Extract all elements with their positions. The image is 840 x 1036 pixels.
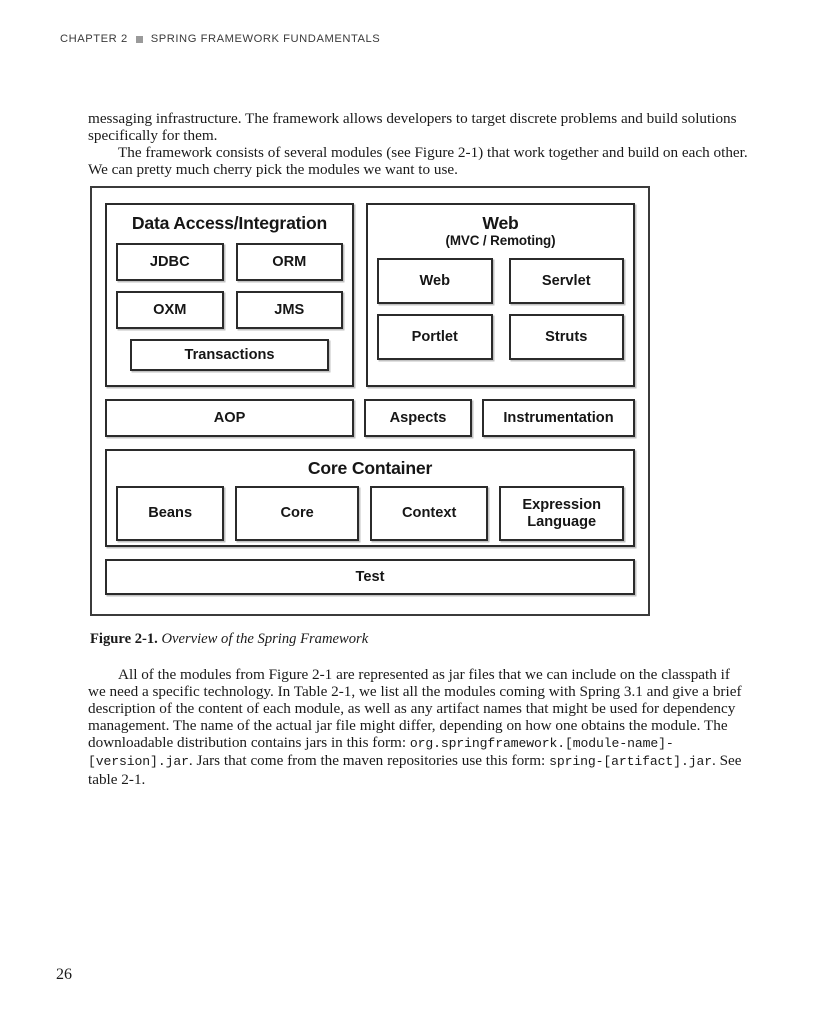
- code-span-maven-jar: spring-[artifact].jar: [549, 754, 712, 770]
- diagram-row-top: Data Access/Integration JDBC ORM OXM JMS…: [105, 203, 635, 387]
- running-head-chapter: CHAPTER 2: [60, 33, 128, 45]
- module-box-beans: Beans: [116, 486, 225, 541]
- module-box-expression-language: Expression Language: [499, 486, 624, 541]
- module-box-orm: ORM: [235, 243, 343, 281]
- module-box-web: Web: [377, 258, 493, 304]
- panel-subtitle-web: (MVC / Remoting): [445, 233, 556, 248]
- panel-title-core-container: Core Container: [307, 458, 433, 478]
- running-head: CHAPTER 2 SPRING FRAMEWORK FUNDAMENTALS: [60, 33, 380, 45]
- module-box-context: Context: [369, 486, 489, 541]
- panel-data-access-integration: Data Access/Integration JDBC ORM OXM JMS…: [105, 203, 354, 387]
- panel-web: Web (MVC / Remoting) Web Servlet Portlet…: [366, 203, 635, 387]
- figure-caption: Figure 2-1. Overview of the Spring Frame…: [90, 631, 368, 648]
- paragraph-3-part-1: All of the modules from Figure 2-1 are r…: [88, 666, 742, 752]
- module-box-instrumentation: Instrumentation: [482, 399, 635, 437]
- module-box-jdbc: JDBC: [116, 243, 224, 281]
- data-access-module-grid: JDBC ORM OXM JMS: [116, 243, 343, 329]
- core-container-module-grid: Beans Core Context Expression Language: [116, 486, 624, 541]
- body-text-bottom: All of the modules from Figure 2-1 are r…: [88, 666, 748, 788]
- module-box-core: Core: [235, 486, 359, 541]
- panel-title-data-access: Data Access/Integration: [131, 213, 328, 233]
- module-box-servlet: Servlet: [508, 258, 624, 304]
- figure-caption-text: Overview of the Spring Framework: [157, 631, 369, 647]
- module-box-portlet: Portlet: [377, 314, 493, 360]
- diagram-row-test: Test: [105, 559, 635, 595]
- module-box-aop: AOP: [105, 399, 354, 437]
- panel-title-web: Web: [482, 213, 519, 233]
- figure-caption-label: Figure 2-1.: [90, 631, 158, 647]
- paragraph-1: messaging infrastructure. The framework …: [88, 110, 737, 145]
- panel-core-container: Core Container Beans Core Context Expres…: [105, 449, 635, 547]
- module-box-aspects: Aspects: [364, 399, 472, 437]
- spring-framework-diagram: Data Access/Integration JDBC ORM OXM JMS…: [92, 188, 648, 614]
- web-module-grid: Web Servlet Portlet Struts: [377, 258, 624, 360]
- code-span-distribution-jar: org.springframework.[module-name]-[versi…: [88, 736, 674, 770]
- module-box-transactions: Transactions: [130, 339, 329, 371]
- module-box-test: Test: [105, 559, 635, 595]
- paragraph-2: The framework consists of several module…: [88, 144, 748, 179]
- module-box-oxm: OXM: [116, 291, 224, 329]
- figure-frame: Data Access/Integration JDBC ORM OXM JMS…: [90, 186, 650, 616]
- module-box-jms: JMS: [235, 291, 343, 329]
- diagram-row-aop: AOP Aspects Instrumentation: [105, 399, 635, 437]
- gray-square-icon: [135, 35, 143, 43]
- paragraph-3: All of the modules from Figure 2-1 are r…: [88, 666, 748, 788]
- running-head-title: SPRING FRAMEWORK FUNDAMENTALS: [150, 33, 381, 45]
- paragraph-3-part-3: . See table 2-1.: [88, 752, 742, 788]
- body-text-top: messaging infrastructure. The framework …: [88, 110, 748, 178]
- paragraph-3-part-2: . Jars that come from the maven reposito…: [188, 752, 550, 770]
- module-box-struts: Struts: [508, 314, 624, 360]
- page-number: 26: [56, 966, 72, 983]
